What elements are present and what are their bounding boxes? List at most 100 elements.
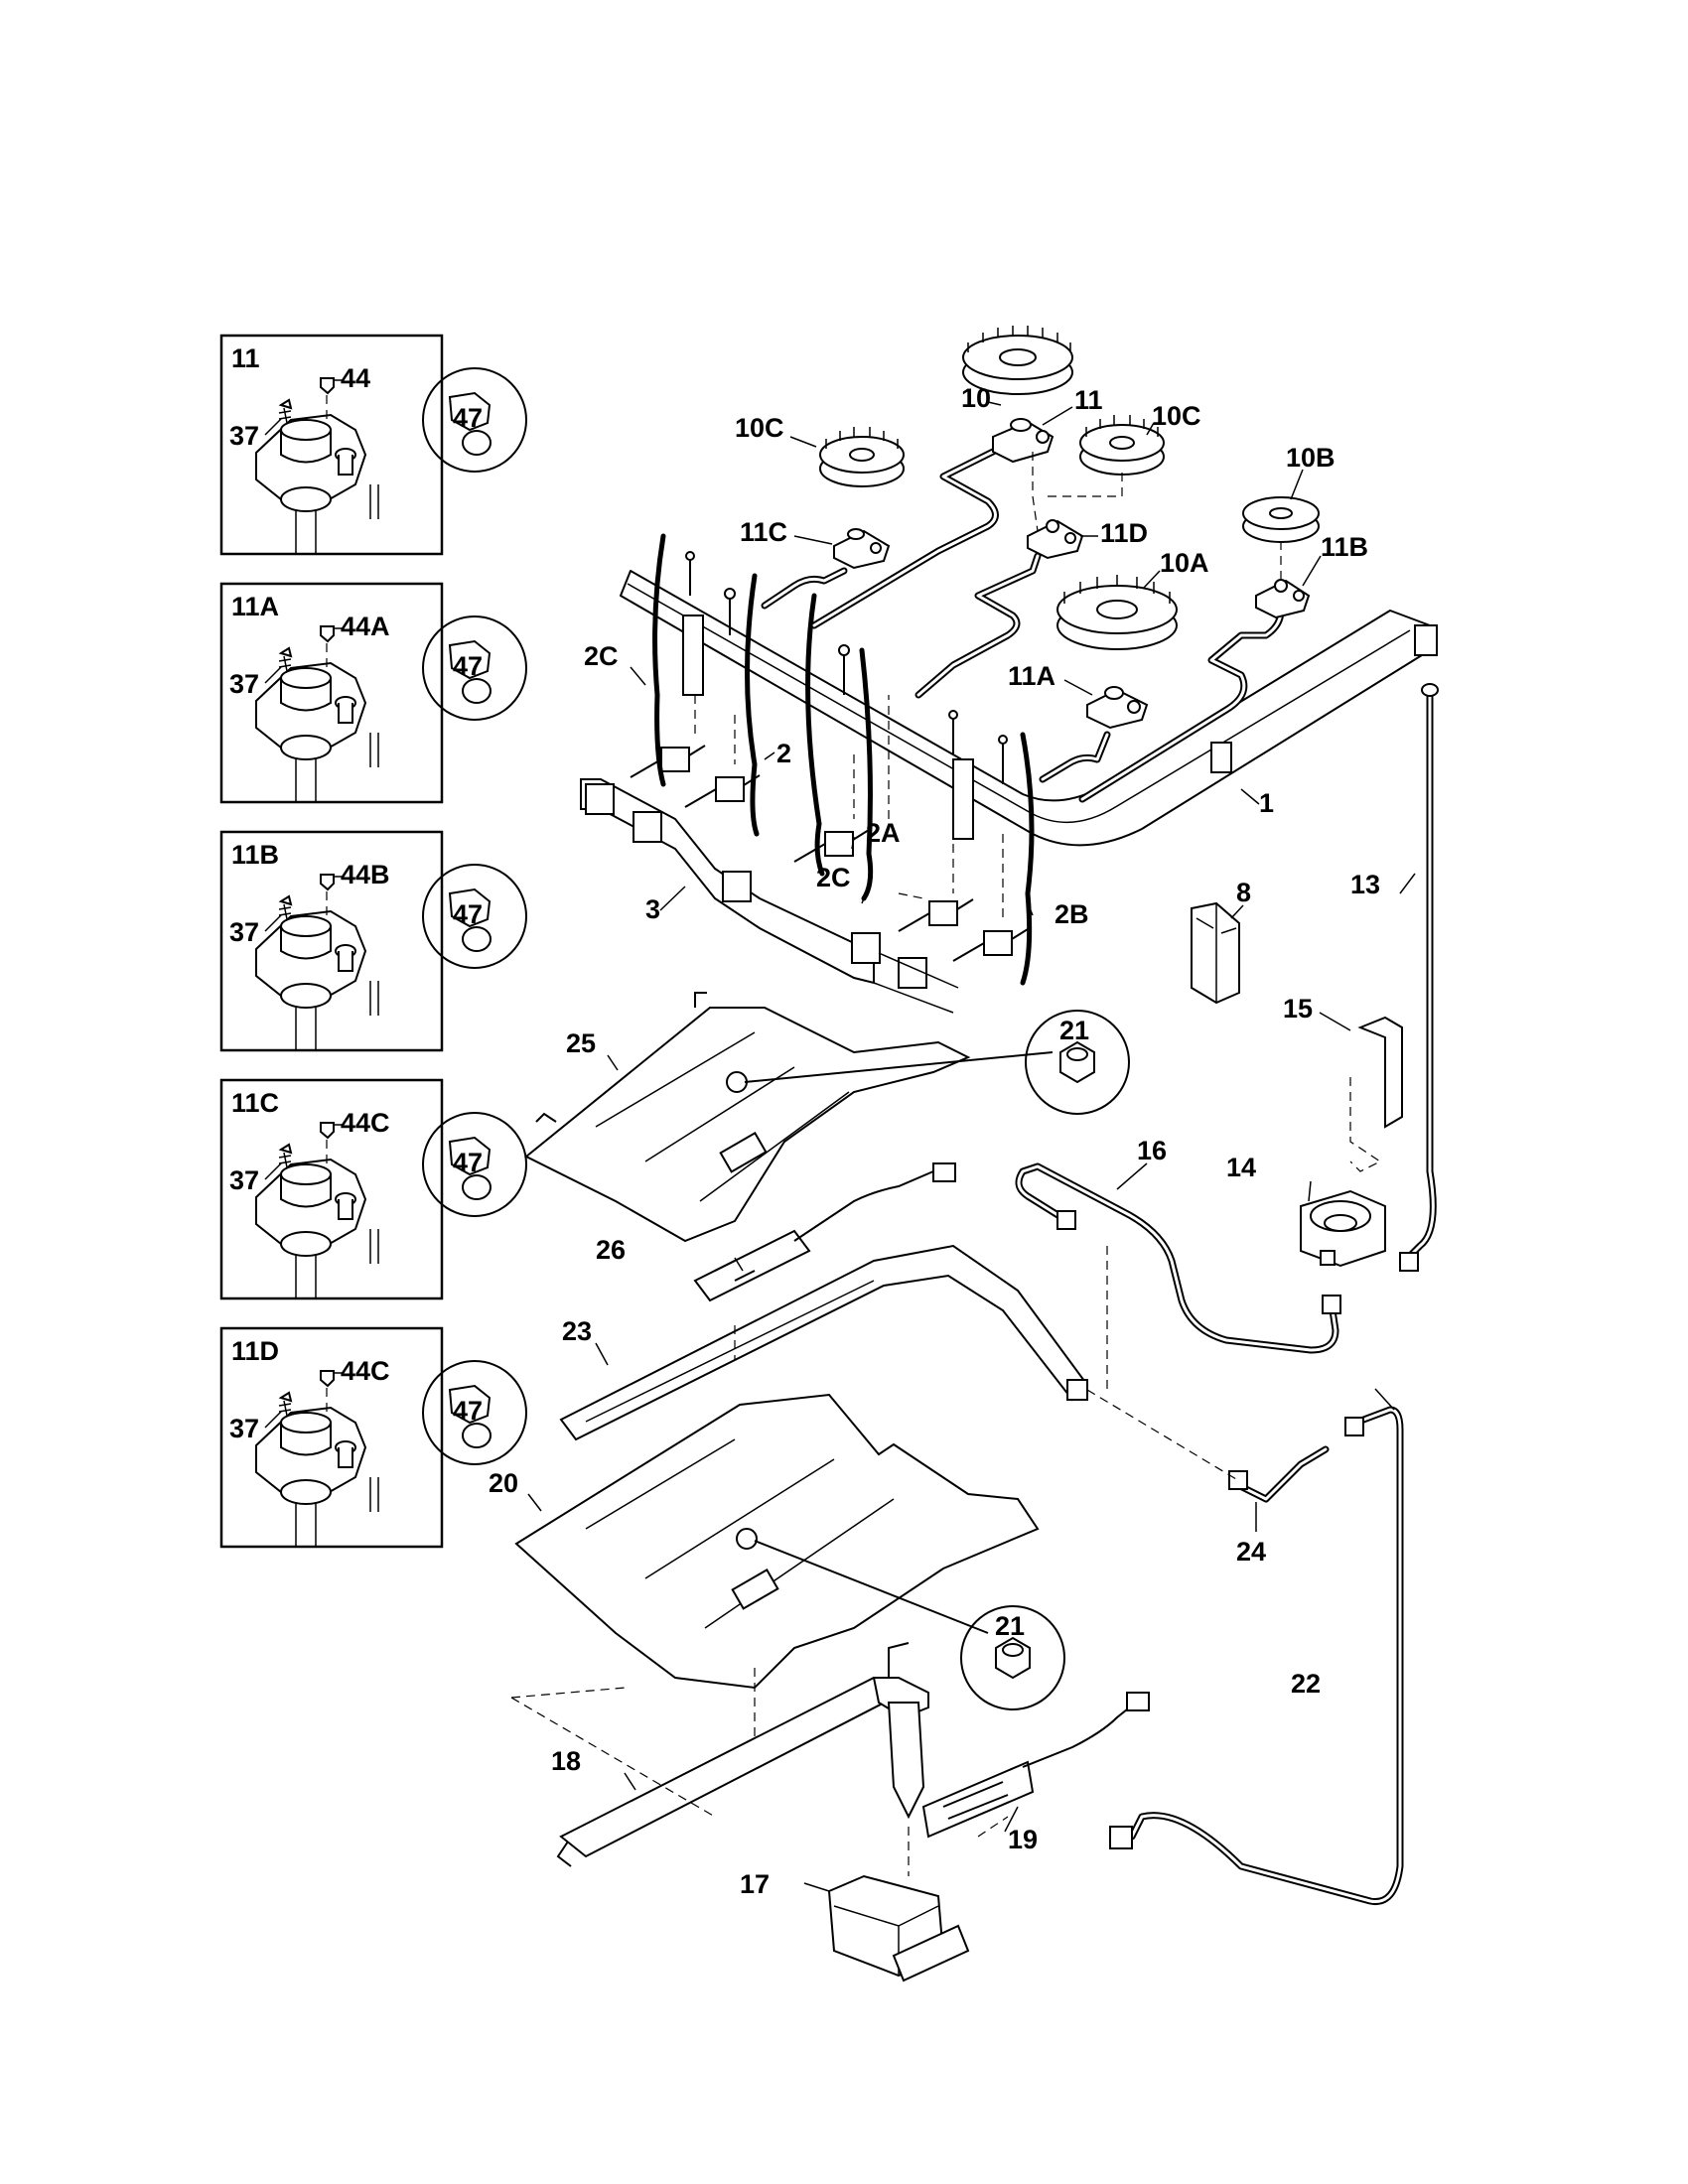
label-11: 11 xyxy=(1074,385,1103,415)
label-11D: 11D xyxy=(1100,518,1148,548)
inset-screw-label: 37 xyxy=(229,1165,259,1195)
inset-screw-label: 37 xyxy=(229,421,259,451)
inset-frame xyxy=(219,830,444,1052)
orifice-cap xyxy=(320,1122,335,1140)
inset-frame xyxy=(219,334,444,556)
inset-cap-label: 44 xyxy=(341,363,370,393)
label-15: 15 xyxy=(1283,994,1313,1024)
burner-head-11D xyxy=(1027,519,1084,560)
inset-screw-label: 37 xyxy=(229,917,259,947)
spark-module xyxy=(1191,901,1240,1005)
label-23: 23 xyxy=(562,1316,592,1346)
label-14: 14 xyxy=(1226,1153,1256,1182)
label-26: 26 xyxy=(596,1235,626,1265)
label-11B: 11B xyxy=(1321,532,1368,562)
burner-head-11A xyxy=(1086,686,1149,730)
label-2A: 2A xyxy=(866,818,901,848)
orifice-cap xyxy=(320,1370,335,1388)
label-11A: 11A xyxy=(1008,661,1055,691)
inset-cap-label: 44C xyxy=(341,1356,390,1386)
label-22: 22 xyxy=(1291,1669,1321,1699)
label-17: 17 xyxy=(740,1869,770,1899)
manifold-clip xyxy=(952,758,974,840)
inset-cap-label: 44C xyxy=(341,1108,390,1138)
burner-10B xyxy=(1242,496,1320,543)
inset-title: 11D xyxy=(231,1336,279,1366)
inset-callout-label: 47 xyxy=(453,1148,483,1177)
bake-shield-20 xyxy=(514,1393,1040,1690)
orifice-hood-24 xyxy=(1086,1389,1330,1503)
callout-47 xyxy=(422,367,527,473)
burner-head-11C xyxy=(833,528,891,570)
gas-regulator xyxy=(1300,1189,1386,1268)
igniter-19 xyxy=(921,1692,1150,1839)
burner-head-drawing xyxy=(255,1406,379,1547)
inset-callout-label: 47 xyxy=(453,651,483,681)
label-10C: 10C xyxy=(1152,401,1201,431)
inset-box: 11C 44C 37 47 xyxy=(219,1078,527,1300)
part-labels: 10 11 10C 10C 11C 11D 10B 11B 10A 11A 2C… xyxy=(489,383,1380,1899)
burner-10C-right xyxy=(1079,415,1165,476)
manifold-pipe xyxy=(620,570,1438,847)
label-10B: 10B xyxy=(1286,443,1336,473)
inset-screw-label: 37 xyxy=(229,669,259,699)
label-2C: 2C xyxy=(816,863,851,892)
tube-16 xyxy=(1015,1162,1341,1395)
burner-heads xyxy=(819,326,1320,730)
burner-head-11B xyxy=(1255,579,1311,619)
safety-valve-17 xyxy=(827,1816,1009,1982)
inset-title: 11A xyxy=(231,592,279,621)
label-2: 2 xyxy=(776,739,791,768)
orifice-cap xyxy=(320,625,335,643)
nut-callout-lower xyxy=(960,1605,1065,1710)
label-10: 10 xyxy=(961,383,991,413)
orifice-cap xyxy=(320,377,335,395)
burner-head-drawing xyxy=(255,909,379,1050)
label-21: 21 xyxy=(995,1611,1025,1641)
valve-bracket xyxy=(580,778,959,1014)
burner-valves xyxy=(630,745,1029,962)
label-10A: 10A xyxy=(1160,548,1209,578)
inset-callout-label: 47 xyxy=(453,1396,483,1426)
burner-tubes xyxy=(761,443,1285,803)
label-21: 21 xyxy=(1059,1016,1089,1045)
burner-head-drawing xyxy=(255,661,379,802)
burner-head-drawing xyxy=(255,413,379,554)
inset-frame xyxy=(219,1326,444,1549)
leader-lines xyxy=(527,401,1416,1892)
burner-head-drawing xyxy=(255,1158,379,1298)
mounting-screw xyxy=(278,894,293,920)
label-2B: 2B xyxy=(1055,899,1089,929)
burner-10A xyxy=(1056,575,1178,650)
label-20: 20 xyxy=(489,1468,518,1498)
broil-shield-25 xyxy=(524,992,1054,1243)
callout-47 xyxy=(422,615,527,721)
inset-frame xyxy=(219,1078,444,1300)
manifold-clip xyxy=(682,614,704,696)
valve-wires xyxy=(652,533,1035,986)
callout-47 xyxy=(422,1112,527,1217)
burner-head-11 xyxy=(992,418,1055,464)
label-10C: 10C xyxy=(735,413,784,443)
callout-47 xyxy=(422,1360,527,1465)
label-11C: 11C xyxy=(740,517,787,547)
inset-box: 11D 44C 37 47 xyxy=(219,1326,527,1549)
orifice-cap xyxy=(320,874,335,891)
inset-column: 1144374711A44A374711B44B374711C44C374711… xyxy=(219,334,527,1549)
label-19: 19 xyxy=(1008,1825,1038,1854)
tube-13 xyxy=(1399,683,1439,1272)
inset-callout-label: 47 xyxy=(453,899,483,929)
inset-title: 11C xyxy=(231,1088,279,1118)
label-24: 24 xyxy=(1236,1537,1266,1567)
label-1: 1 xyxy=(1259,788,1274,818)
bake-burner-18 xyxy=(510,1642,929,1867)
inset-title: 11B xyxy=(231,840,279,870)
inset-title: 11 xyxy=(231,343,260,373)
mounting-screw xyxy=(278,398,293,424)
burner-10 xyxy=(962,326,1073,395)
inset-screw-label: 37 xyxy=(229,1414,259,1443)
label-13: 13 xyxy=(1350,870,1380,899)
label-2C: 2C xyxy=(584,641,619,671)
